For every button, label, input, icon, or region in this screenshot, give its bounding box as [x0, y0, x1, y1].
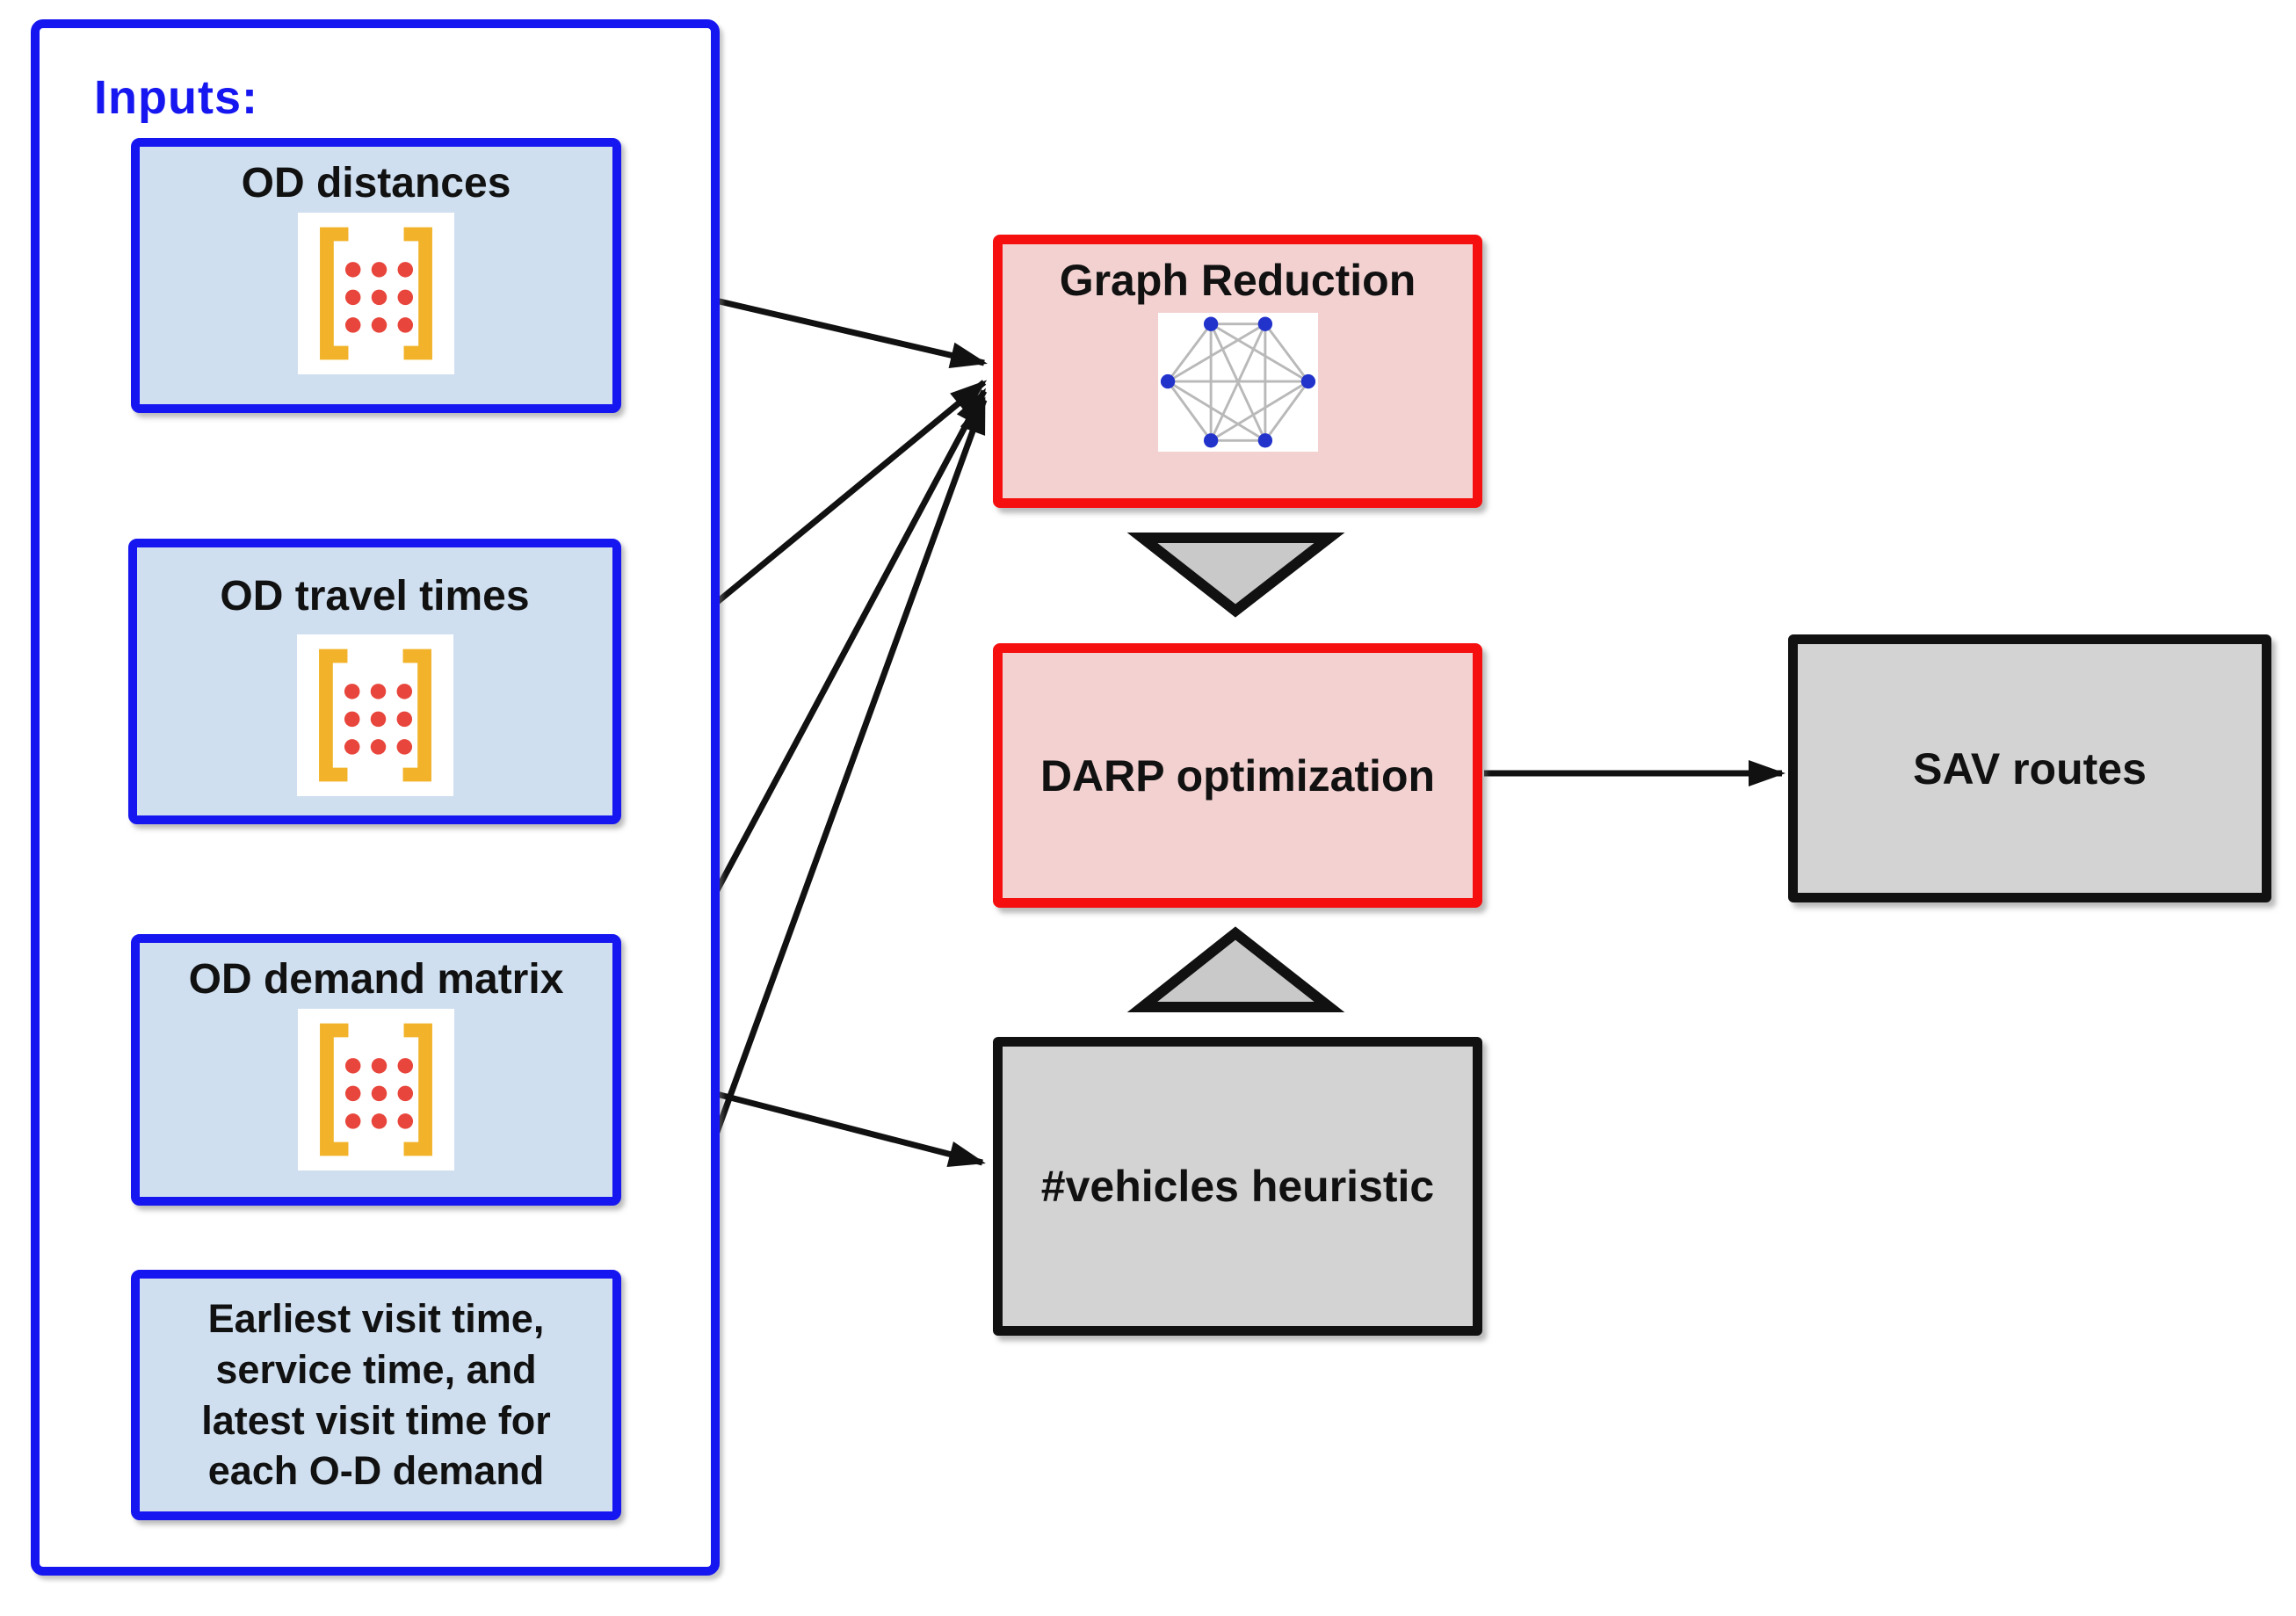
visit-times-label: Earliest visit time, service time, and l…: [201, 1296, 551, 1494]
sav-routes-label: SAV routes: [1913, 743, 2147, 794]
matrix-icon: [298, 213, 454, 375]
process-box-vehicles-heuristic: #vehicles heuristic: [993, 1037, 1482, 1336]
input-box-od-distances: OD distances: [131, 138, 621, 413]
matrix-icon: [298, 1009, 454, 1171]
inputs-panel-title: Inputs:: [94, 71, 258, 124]
process-box-darp-optimization: DARP optimization: [993, 643, 1482, 908]
triangle-down-icon: [1126, 533, 1345, 618]
triangle-up-icon: [1126, 926, 1345, 1012]
darp-optimization-label: DARP optimization: [1039, 750, 1436, 801]
graph-reduction-label: Graph Reduction: [1059, 256, 1416, 305]
od-demand-matrix-label: OD demand matrix: [188, 956, 564, 1003]
vehicles-heuristic-label: #vehicles heuristic: [1040, 1162, 1435, 1211]
input-box-visit-times: Earliest visit time, service time, and l…: [131, 1270, 621, 1520]
process-box-graph-reduction: Graph Reduction: [993, 235, 1482, 508]
matrix-icon: [296, 634, 453, 797]
od-travel-times-label: OD travel times: [220, 573, 530, 620]
input-box-od-demand-matrix: OD demand matrix: [131, 934, 621, 1206]
input-box-od-travel-times: OD travel times: [128, 539, 621, 824]
od-distances-label: OD distances: [241, 160, 511, 207]
complete-graph-icon: [1157, 313, 1318, 452]
output-box-sav-routes: SAV routes: [1788, 634, 2271, 902]
